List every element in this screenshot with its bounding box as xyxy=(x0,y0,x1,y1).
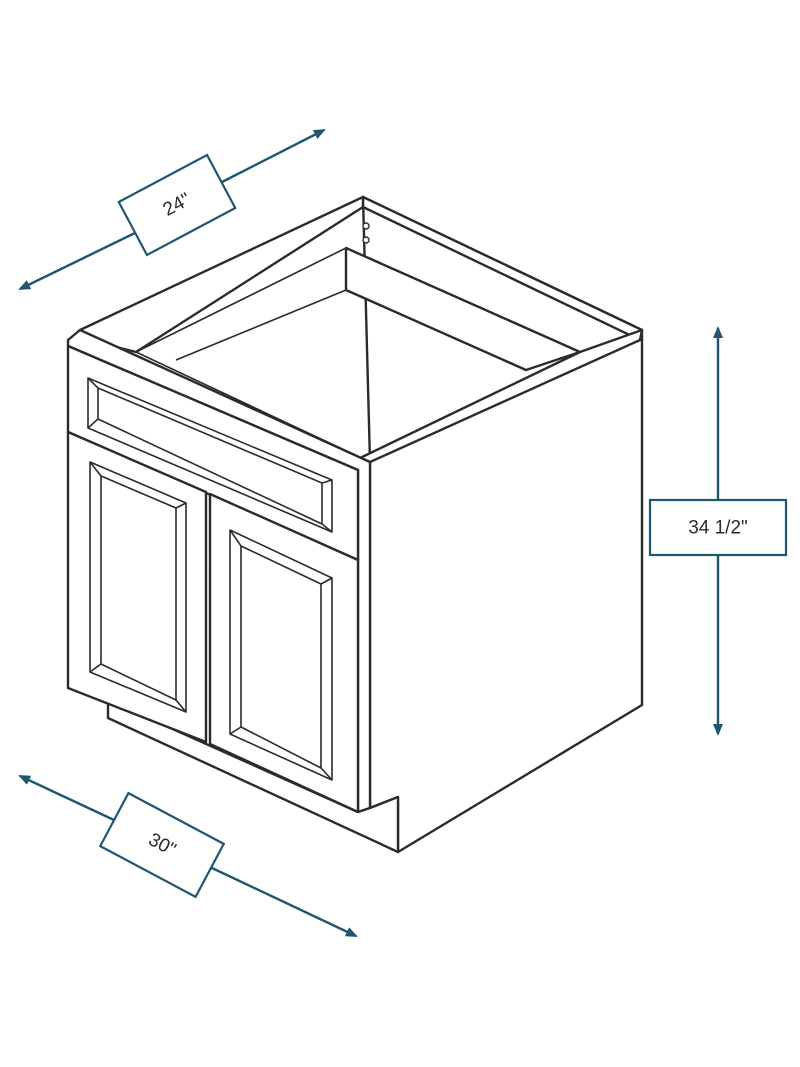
depth-dimension-arrow-lower xyxy=(18,230,138,291)
depth-dimension-arrow-upper xyxy=(221,128,326,184)
height-dimension-box xyxy=(648,498,788,557)
width-dimension-arrow-right xyxy=(211,866,358,938)
width-dimension: 30" xyxy=(18,774,358,938)
cabinet-top-right-rail xyxy=(358,328,644,464)
height-dimension-label: 34 1/2" xyxy=(688,518,748,539)
depth-dimension-box xyxy=(117,153,237,257)
base-cabinet-drawing xyxy=(66,195,644,854)
depth-dimension: 24" xyxy=(18,128,326,291)
width-dimension-box xyxy=(98,791,226,899)
cabinet-top-left-rail xyxy=(78,195,365,354)
shelf-pin-hole xyxy=(362,222,370,230)
width-dimension-arrow-left xyxy=(18,774,115,822)
height-dimension: 34 1/2" xyxy=(648,326,788,736)
shelf-pin-hole xyxy=(362,236,370,244)
